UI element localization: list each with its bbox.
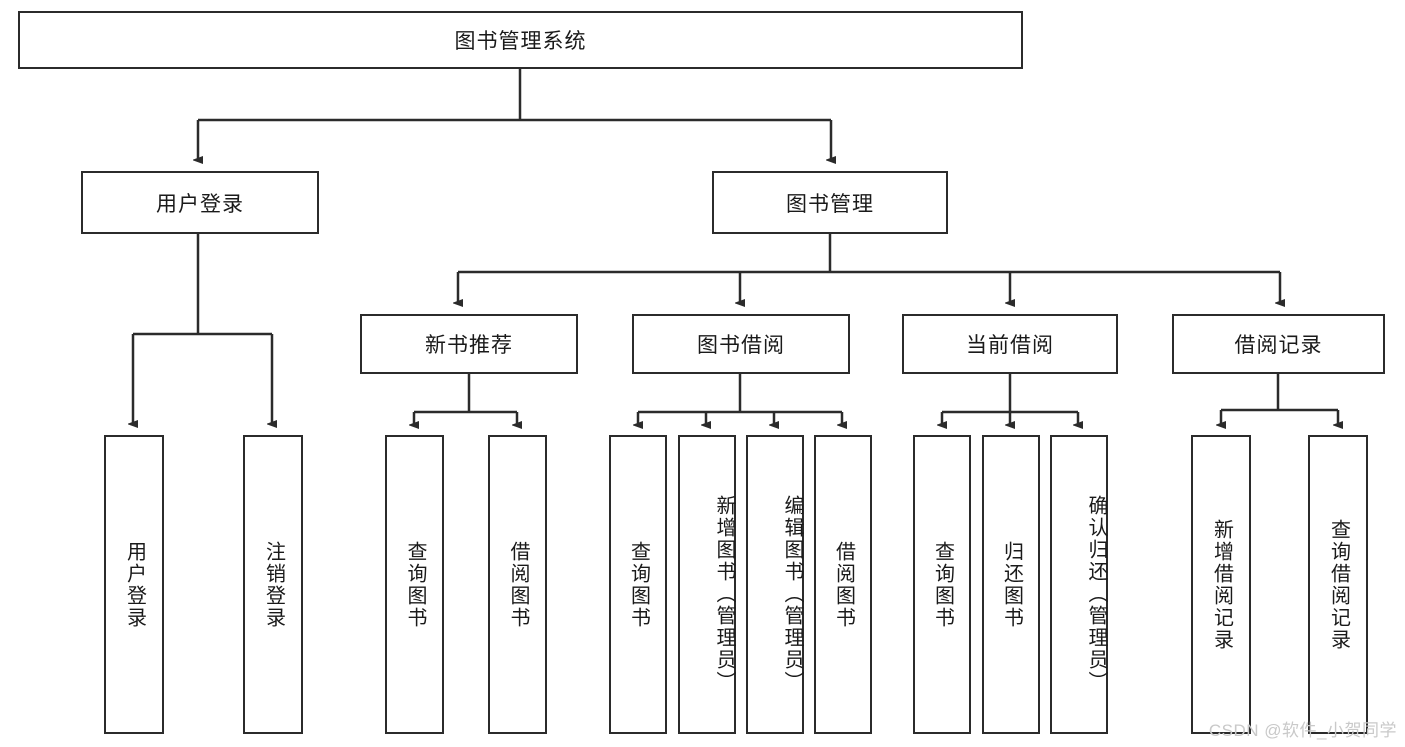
leaf-recommend-query-book[interactable]: 查询图书 [385, 435, 444, 734]
watermark-text: CSDN @软件_小贺同学 [1208, 721, 1397, 740]
leaf-borrow-edit-book-admin[interactable]: 编辑图书（管理员） [746, 435, 804, 734]
leaf-user-login-login[interactable]: 用户登录 [104, 435, 164, 734]
node-book-borrow[interactable]: 图书借阅 [632, 314, 850, 374]
leaf-current-query-book[interactable]: 查询图书 [913, 435, 971, 734]
leaf-recommend-borrow-book[interactable]: 借阅图书 [488, 435, 547, 734]
leaf-borrow-add-book-admin[interactable]: 新增图书（管理员） [678, 435, 736, 734]
leaf-record-query-record[interactable]: 查询借阅记录 [1308, 435, 1368, 734]
leaf-record-add-record[interactable]: 新增借阅记录 [1191, 435, 1251, 734]
node-root[interactable]: 图书管理系统 [18, 11, 1023, 69]
node-borrow-record[interactable]: 借阅记录 [1172, 314, 1385, 374]
leaf-current-confirm-return-admin[interactable]: 确认归还（管理员） [1050, 435, 1108, 734]
node-book-management[interactable]: 图书管理 [712, 171, 948, 234]
leaf-borrow-query-book[interactable]: 查询图书 [609, 435, 667, 734]
node-user-login[interactable]: 用户登录 [81, 171, 319, 234]
leaf-user-login-logout[interactable]: 注销登录 [243, 435, 303, 734]
leaf-borrow-borrow-book[interactable]: 借阅图书 [814, 435, 872, 734]
leaf-current-return-book[interactable]: 归还图书 [982, 435, 1040, 734]
node-new-book-recommend[interactable]: 新书推荐 [360, 314, 578, 374]
node-current-borrow[interactable]: 当前借阅 [902, 314, 1118, 374]
